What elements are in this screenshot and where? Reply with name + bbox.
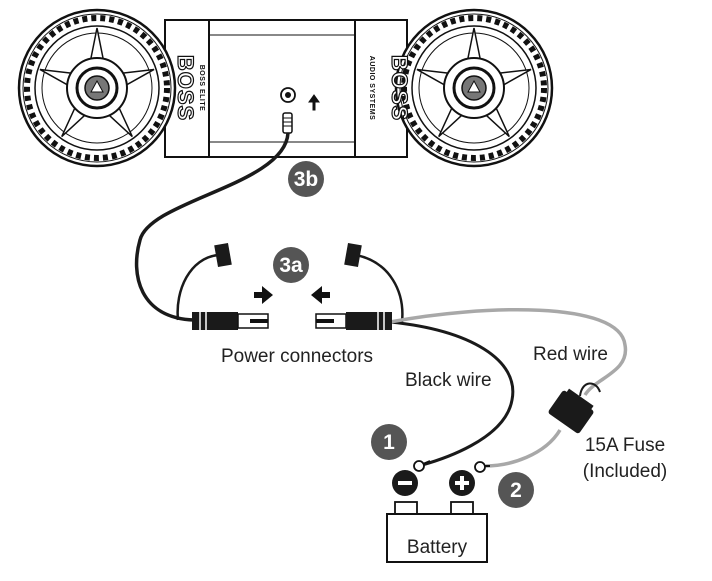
battery-positive-post [450,501,474,515]
red-wire-line [389,308,628,397]
power-connectors-label: Power connectors [221,346,373,367]
speaker-unit: BOSS BOSS ELITE BOSS AUDIO SYSTEMS [19,10,552,166]
svg-text:2: 2 [510,479,522,502]
positive-terminal-icon [449,470,475,496]
svg-text:3b: 3b [294,168,319,191]
left-power-connector [192,312,269,330]
red-wire-label: Red wire [533,344,608,365]
battery-negative-post [394,501,418,515]
power-cable [134,132,290,322]
svg-text:3a: 3a [279,254,303,277]
negative-ring-terminal [413,460,431,472]
power-input-jack [280,87,296,103]
step-badge-3a: 3a [273,247,309,283]
red-wire-to-terminal [485,429,562,468]
right-brand-subtitle: AUDIO SYSTEMS [368,56,375,120]
right-dust-cap [344,242,362,268]
fuse-label-line2: (Included) [583,461,668,482]
left-dust-cap-tether [176,253,219,321]
black-wire-label: Black wire [405,370,492,391]
inline-fuse [548,388,594,434]
right-speaker [396,10,552,166]
battery [386,501,488,563]
right-brand-logo: BOSS [387,55,412,121]
battery-label: Battery [407,537,468,558]
step-badge-2: 2 [498,472,534,508]
fuse-label-line1: 15A Fuse [585,435,665,456]
right-dust-cap-tether [355,253,404,323]
positive-ring-terminal [474,461,490,473]
connect-arrow-left-icon [311,286,330,304]
left-brand-logo: BOSS [173,55,198,121]
svg-text:1: 1 [383,431,395,454]
jack-plug [282,112,293,134]
fuse-cap-tether [579,382,601,397]
step-badge-1: 1 [371,424,407,460]
left-brand-subtitle: BOSS ELITE [198,65,205,112]
step-badge-3b: 3b [288,161,324,197]
left-dust-cap [214,242,232,268]
black-wire-line [389,320,515,467]
left-speaker [19,10,175,166]
insert-arrow-icon [308,94,320,111]
right-power-connector [315,312,392,330]
negative-terminal-icon [392,470,418,496]
connect-arrow-right-icon [254,286,273,304]
battery-body [386,513,488,563]
